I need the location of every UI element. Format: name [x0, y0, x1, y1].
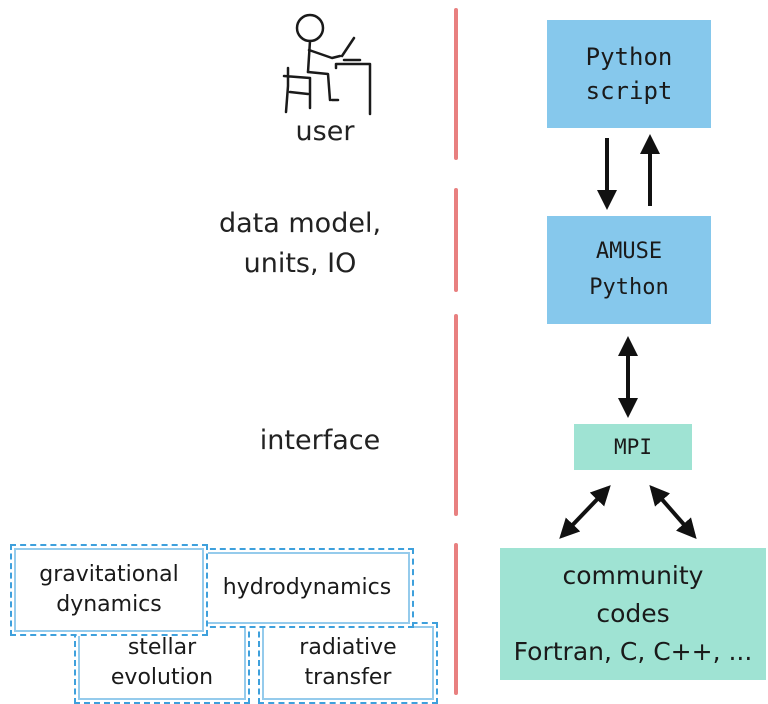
- layer-divider-user: [454, 8, 458, 160]
- radiative-transfer-box: radiative transfer: [258, 622, 438, 704]
- python-script-line2: script: [585, 77, 673, 105]
- gravitational-dynamics-line1: gravitational: [39, 562, 179, 587]
- user-at-computer-icon: [282, 13, 372, 116]
- data-model-line1: data model,: [218, 208, 382, 239]
- stellar-evolution-line2: evolution: [110, 665, 214, 690]
- python-script-line1: Python: [585, 43, 673, 71]
- python-script-box: Python script: [547, 20, 711, 128]
- gravitational-dynamics-box: gravitational dynamics: [10, 544, 208, 636]
- stellar-evolution-line1: stellar: [127, 635, 197, 660]
- amuse-python-line2: Python: [589, 275, 669, 300]
- community-codes-line1: community: [562, 561, 704, 590]
- data-model-label: data model, units, IO: [200, 206, 400, 282]
- amuse-python-box: AMUSE Python: [547, 216, 711, 324]
- gravitational-dynamics-line2: dynamics: [56, 592, 162, 617]
- data-model-line2: units, IO: [243, 248, 357, 279]
- layer-divider-interface: [454, 314, 458, 516]
- interface-label: interface: [259, 425, 381, 456]
- mpi-codes-left-arrow: [559, 485, 611, 539]
- stellar-evolution-box: stellar evolution: [74, 622, 250, 704]
- amuse-python-line1: AMUSE: [595, 239, 663, 264]
- layer-divider-data-model: [454, 188, 458, 292]
- radiative-transfer-line2: transfer: [304, 665, 392, 690]
- community-codes-box: community codes Fortran, C, C++, ...: [500, 548, 766, 680]
- mpi-codes-right-arrow: [649, 484, 697, 540]
- community-codes-line2: codes: [596, 599, 670, 628]
- mpi-box: MPI: [574, 424, 692, 470]
- hydrodynamics-box: hydrodynamics: [200, 548, 414, 628]
- user-label: user: [295, 116, 355, 147]
- layer-divider-codes: [454, 543, 458, 695]
- community-codes-line3: Fortran, C, C++, ...: [513, 637, 753, 666]
- radiative-transfer-line1: radiative: [299, 635, 397, 660]
